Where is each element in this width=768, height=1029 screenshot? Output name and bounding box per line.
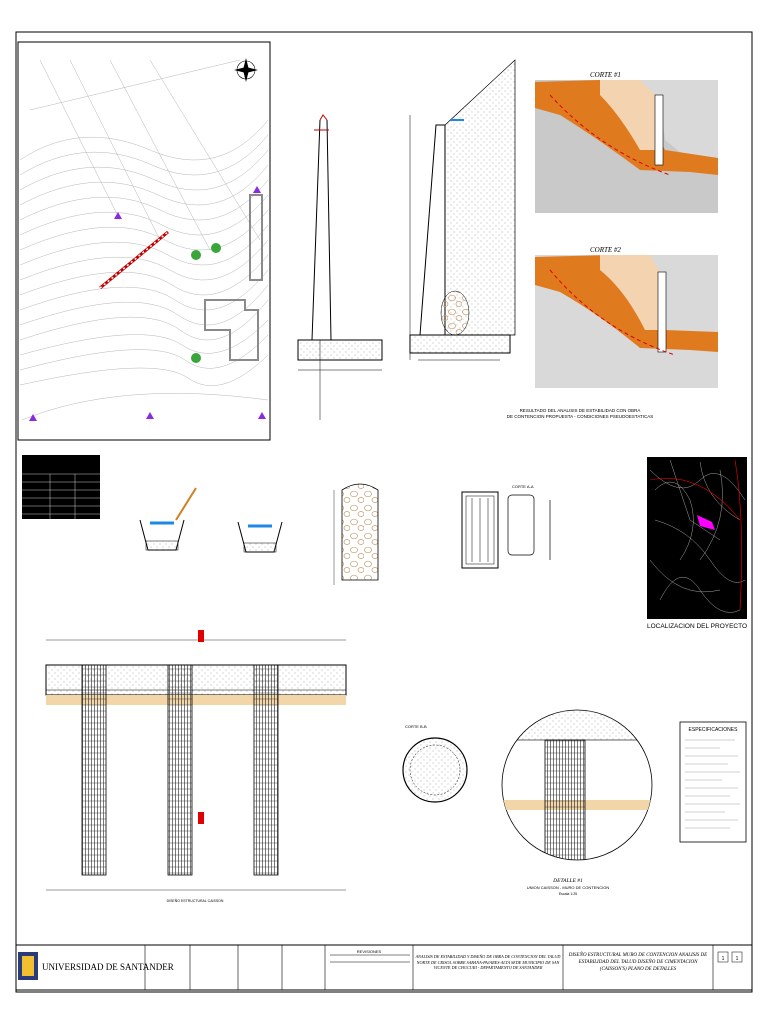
- legend-table: [22, 455, 100, 519]
- stability-result-title: RESULTADO DEL ANALISIS DE ESTABILIDAD CO…: [520, 408, 641, 413]
- project-title: ANALISIS DE ESTABILIDAD Y DISEÑO DE OBRA…: [415, 954, 561, 970]
- drawing-content: DISEÑO ESTRUCTURAL MURO DE CONTENCION AN…: [568, 953, 708, 972]
- corte-aa-label: CORTE A-A: [512, 484, 534, 489]
- caisson-section-bb: CORTE B-B: [402, 724, 468, 803]
- especificaciones-title: ESPECIFICACIONES: [689, 727, 739, 733]
- diseno-caisson-label: DISEÑO ESTRUCTURAL CAISSON: [167, 898, 224, 903]
- detalle-scale: Escala 1:25: [559, 892, 577, 896]
- section-corte-1: CORTE #1: [535, 71, 718, 213]
- detalle-title: UNION CAISSON - MURO DE CONTENCION: [527, 885, 610, 890]
- stability-result-subtitle: DE CONTENCION PROPUESTA - CONDICIONES PS…: [507, 414, 654, 419]
- north-arrow-icon: [234, 58, 258, 82]
- localizacion-label: LOCALIZACION DEL PROYECTO: [647, 623, 747, 630]
- wall-alignment: [99, 230, 169, 290]
- university-name: UNIVERSIDAD DE SANTANDER: [42, 962, 174, 972]
- sheet-number: 1: [722, 956, 725, 962]
- wall-elevation-1: [297, 114, 383, 420]
- title-block: UNIVERSIDAD DE SANTANDER REVISIONES ANAL…: [15, 944, 753, 991]
- wall-elevation-2: [409, 59, 516, 361]
- sheet-total: 1: [736, 956, 739, 962]
- detail-1-union: DETALLE #1 UNION CAISSON - MURO DE CONTE…: [501, 709, 653, 896]
- revisiones-label: REVISIONES: [357, 949, 382, 954]
- corte2-title: CORTE #2: [590, 246, 621, 254]
- caisson-elevation: DISEÑO ESTRUCTURAL CAISSON: [45, 630, 347, 903]
- specifications-box: ESPECIFICACIONES: [679, 721, 747, 843]
- gabion-detail: [333, 483, 379, 585]
- section-corte-2: CORTE #2: [535, 246, 718, 388]
- channel-detail-2: [237, 521, 283, 553]
- location-map: LOCALIZACION DEL PROYECTO: [647, 457, 747, 630]
- site-plan: [17, 41, 271, 441]
- corte-bb-label: CORTE B-B: [405, 724, 427, 729]
- rebar-detail: CORTE A-A: [461, 484, 551, 569]
- channel-detail-1: [139, 487, 197, 551]
- corte1-title: CORTE #1: [590, 71, 621, 79]
- sheet-border: [15, 31, 753, 993]
- detalle-num: DETALLE #1: [552, 878, 583, 884]
